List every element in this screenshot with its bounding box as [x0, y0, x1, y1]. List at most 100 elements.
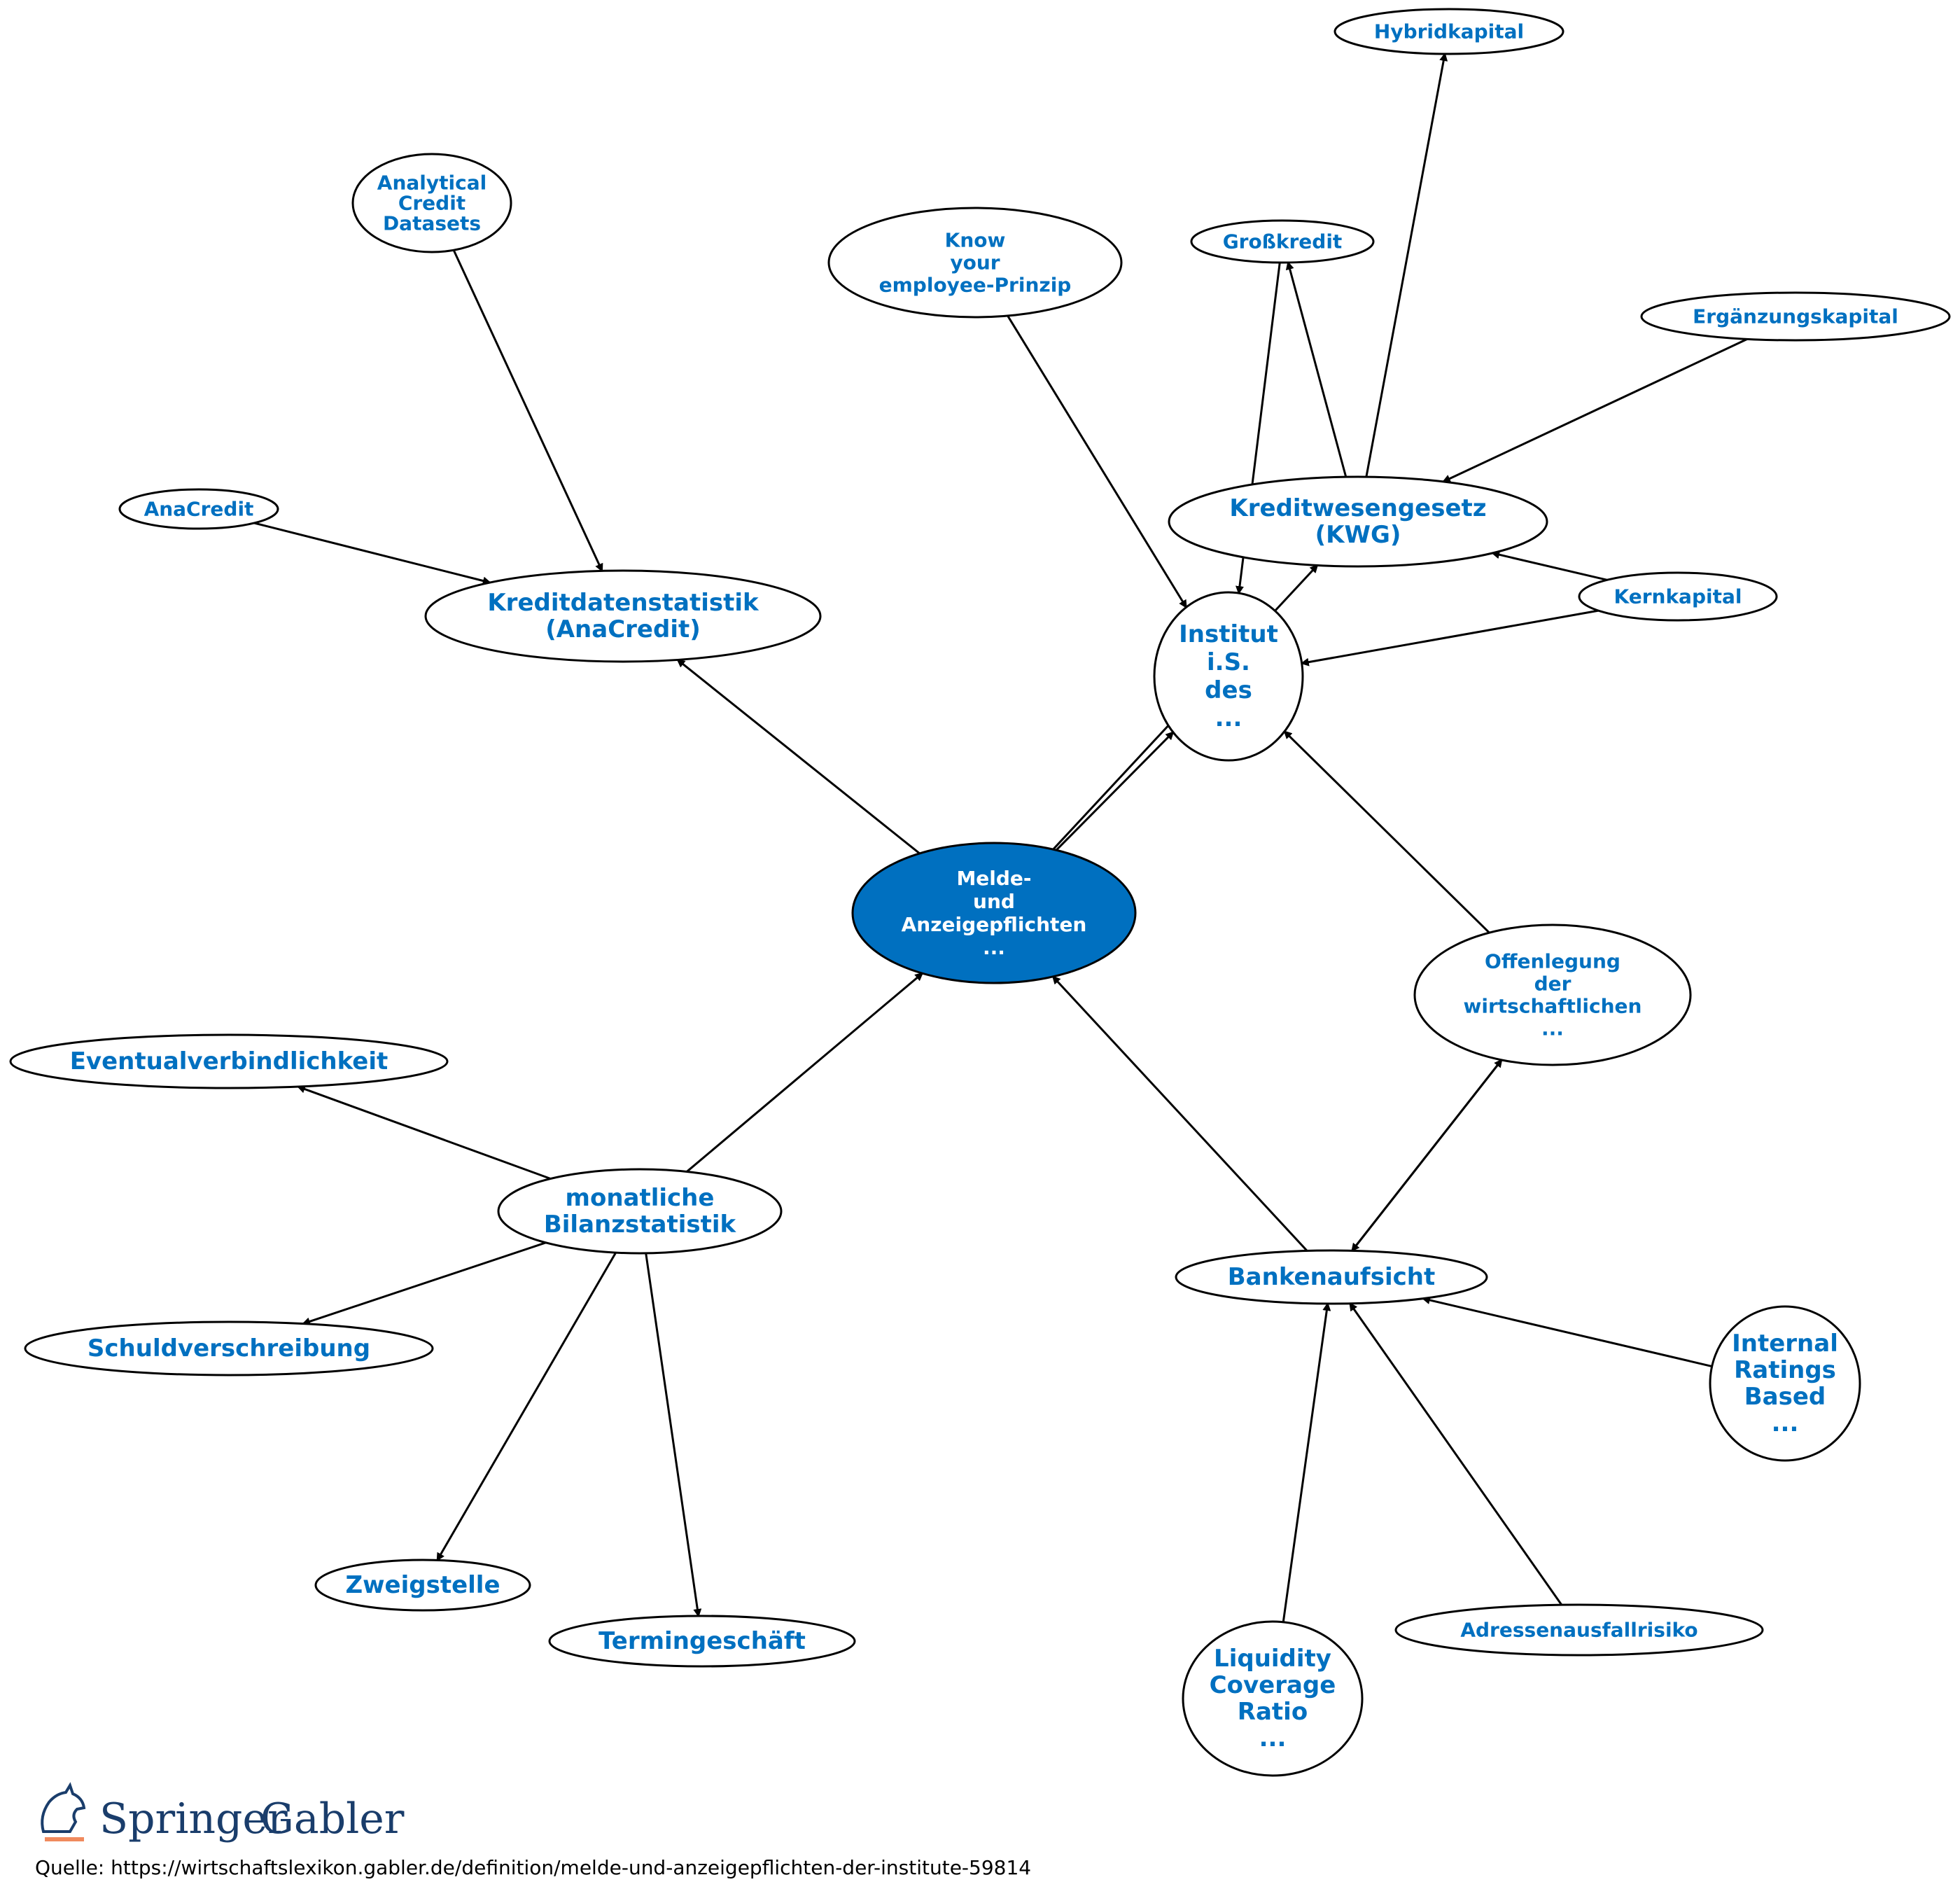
node-irb-label: Based	[1744, 1383, 1826, 1411]
edge-bilanz-to-schuld	[302, 1241, 547, 1326]
node-center[interactable]: Melde-undAnzeigepflichten...	[851, 842, 1137, 984]
edge-irb-to-bankenaufsicht	[1421, 1296, 1713, 1367]
edge-know-to-institut	[1007, 315, 1187, 609]
node-hybrid-shape	[1334, 8, 1564, 55]
node-anacredit-shape	[118, 488, 279, 530]
node-kern-label: Kernkapital	[1614, 585, 1742, 608]
node-kern-shape	[1578, 571, 1778, 622]
edge-adressen-to-bankenaufsicht	[1349, 1302, 1563, 1606]
node-ergaenzung[interactable]: Ergänzungskapital	[1640, 291, 1951, 342]
edge-kern-to-kwg	[1491, 550, 1608, 581]
node-zweig-shape	[314, 1559, 531, 1612]
node-lcr[interactable]: LiquidityCoverageRatio...	[1182, 1620, 1364, 1777]
node-kwg[interactable]: Kreditwesengesetz(KWG)	[1168, 475, 1548, 568]
node-institut[interactable]: Instituti.S.des...	[1153, 591, 1304, 762]
edge-center-to-institut	[1055, 731, 1175, 851]
node-kern[interactable]: Kernkapital	[1578, 571, 1778, 622]
node-hybrid[interactable]: Hybridkapital	[1334, 8, 1564, 55]
node-grosskredit-shape	[1190, 219, 1375, 264]
node-center-shape	[851, 842, 1137, 984]
edge-ergaenzung-to-kwg	[1442, 337, 1748, 483]
node-irb[interactable]: InternalRatingsBased...	[1709, 1305, 1861, 1462]
node-termin-shape	[548, 1615, 856, 1668]
node-center-label: und	[973, 890, 1015, 913]
node-kreditdaten[interactable]: Kreditdatenstatistik(AnaCredit)	[424, 569, 822, 663]
node-bilanz-shape	[497, 1168, 783, 1255]
node-ergaenzung-label: Ergänzungskapital	[1693, 305, 1898, 328]
edge-bilanz-to-eventual	[296, 1085, 551, 1180]
node-adressen[interactable]: Adressenausfallrisiko	[1394, 1603, 1764, 1657]
edge-center-to-kreditdaten	[676, 659, 920, 855]
node-know-label: your	[950, 251, 1000, 274]
node-know-label: Know	[945, 229, 1006, 252]
node-kwg-label: Kreditwesengesetz	[1229, 494, 1486, 522]
node-irb-label: Internal	[1732, 1330, 1838, 1358]
edge-lcr-to-bankenaufsicht	[1282, 1302, 1331, 1622]
logo-springer: Springer	[99, 1794, 288, 1843]
node-lcr-label: ...	[1259, 1724, 1287, 1752]
node-institut-label: des	[1205, 676, 1252, 704]
node-ergaenzung-shape	[1640, 291, 1951, 342]
node-center-label: Melde-	[956, 867, 1031, 890]
node-anacredit[interactable]: AnaCredit	[118, 488, 279, 530]
logo-gabler: Gabler	[260, 1794, 405, 1843]
node-lcr-shape	[1182, 1620, 1364, 1777]
edge-bilanz-to-termin	[645, 1253, 702, 1617]
node-analytical-label: Credit	[398, 192, 465, 215]
node-bankenaufsicht-shape	[1175, 1249, 1488, 1305]
node-irb-label: ...	[1772, 1409, 1799, 1437]
node-center-label: Anzeigepflichten	[902, 913, 1087, 936]
knight-icon	[41, 1782, 86, 1841]
node-offenlegung[interactable]: Offenlegungderwirtschaftlichen...	[1413, 923, 1692, 1066]
node-irb-label: Ratings	[1734, 1356, 1836, 1384]
node-know-label: employee-Prinzip	[879, 274, 1072, 297]
node-hybrid-label: Hybridkapital	[1374, 20, 1524, 43]
node-irb-shape	[1709, 1305, 1861, 1462]
node-offenlegung-label: wirtschaftlichen	[1464, 995, 1642, 1018]
node-analytical-label: Datasets	[383, 212, 481, 235]
node-eventual[interactable]: Eventualverbindlichkeit	[9, 1033, 449, 1089]
node-schuld-shape	[24, 1320, 434, 1376]
node-kwg-label: (KWG)	[1315, 521, 1401, 549]
node-center-label: ...	[983, 936, 1005, 959]
node-grosskredit[interactable]: Großkredit	[1190, 219, 1375, 264]
node-schuld[interactable]: Schuldverschreibung	[24, 1320, 434, 1376]
node-bilanz-label: Bilanzstatistik	[544, 1211, 737, 1239]
node-analytical-shape	[351, 153, 512, 253]
edge-kern-to-institut	[1300, 609, 1599, 667]
edge-bilanz-to-zweig	[436, 1252, 617, 1562]
edge-kwg-to-grosskredit	[1285, 261, 1348, 478]
node-offenlegung-label: ...	[1541, 1017, 1564, 1040]
edges	[253, 53, 1748, 1622]
node-zweig[interactable]: Zweigstelle	[314, 1559, 531, 1612]
node-institut-label: ...	[1215, 704, 1242, 732]
node-termin[interactable]: Termingeschäft	[548, 1615, 856, 1668]
node-offenlegung-label: der	[1534, 973, 1572, 996]
node-institut-label: Institut	[1179, 620, 1278, 648]
node-adressen-shape	[1394, 1603, 1764, 1657]
node-kreditdaten-label: (AnaCredit)	[545, 615, 701, 643]
node-eventual-shape	[9, 1033, 449, 1089]
node-adressen-label: Adressenausfallrisiko	[1460, 1619, 1698, 1642]
edge-analytical-to-kreditdaten	[452, 249, 603, 573]
nodes: Melde-undAnzeigepflichten...Instituti.S.…	[9, 8, 1951, 1777]
edge-bilanz-to-center	[686, 972, 924, 1173]
node-lcr-label: Liquidity	[1214, 1645, 1331, 1673]
node-bilanz-label: monatliche	[566, 1184, 715, 1212]
node-kreditdaten-shape	[424, 569, 822, 663]
node-termin-label: Termingeschäft	[598, 1627, 806, 1655]
node-lcr-label: Coverage	[1210, 1671, 1336, 1699]
node-kreditdaten-label: Kreditdatenstatistik	[487, 589, 760, 617]
node-offenlegung-shape	[1413, 923, 1692, 1066]
node-bankenaufsicht[interactable]: Bankenaufsicht	[1175, 1249, 1488, 1305]
source-text: Quelle: https://wirtschaftslexikon.gable…	[35, 1856, 1031, 1879]
node-bankenaufsicht-label: Bankenaufsicht	[1228, 1263, 1435, 1291]
edge-offenlegung-to-bankenaufsicht	[1351, 1059, 1503, 1252]
node-anacredit-label: AnaCredit	[144, 498, 254, 521]
springer-gabler-logo: Springer Gabler	[41, 1782, 405, 1843]
node-eventual-label: Eventualverbindlichkeit	[70, 1047, 388, 1075]
